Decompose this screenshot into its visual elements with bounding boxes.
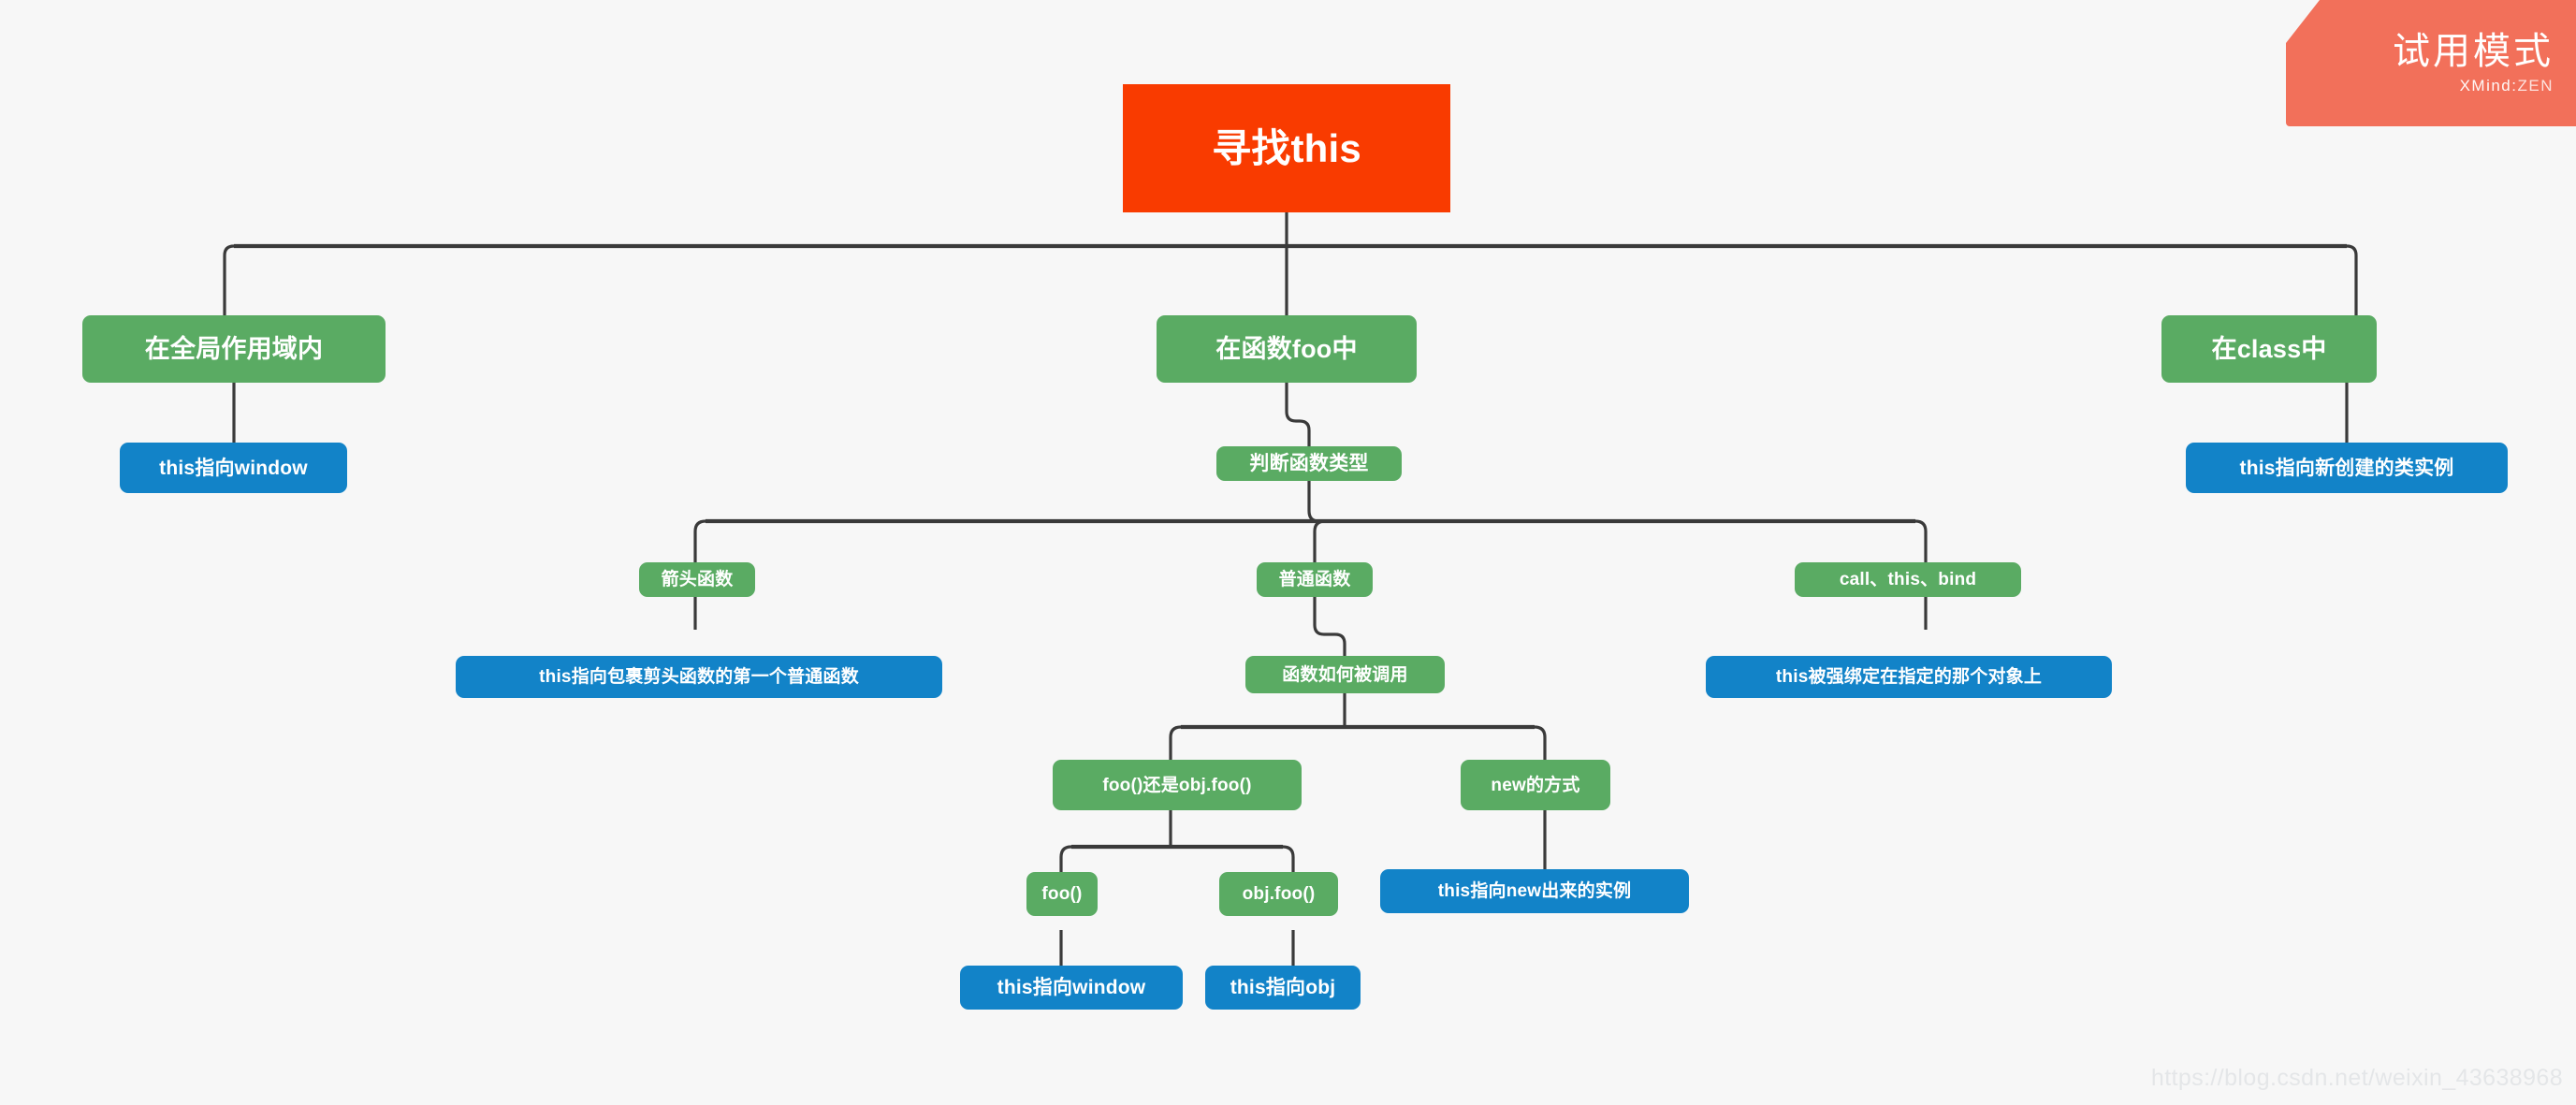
node-in-class-leaf[interactable]: this指向新创建的类实例 — [2186, 443, 2508, 493]
brand-suffix: ZEN — [2517, 76, 2554, 95]
node-call-this-bind[interactable]: call、this、bind — [1795, 562, 2021, 597]
node-new-way-leaf[interactable]: this指向new出来的实例 — [1380, 869, 1689, 913]
node-foo-or-objfoo[interactable]: foo()还是obj.foo() — [1053, 760, 1302, 810]
node-obj-foo-call[interactable]: obj.foo() — [1219, 872, 1338, 916]
node-in-class[interactable]: 在class中 — [2161, 315, 2377, 383]
brand-separator: : — [2511, 76, 2518, 95]
node-foo-call-leaf[interactable]: this指向window — [960, 966, 1183, 1010]
trial-mode-title: 试用模式 — [2393, 30, 2554, 72]
root-node[interactable]: 寻找this — [1123, 84, 1450, 212]
trial-mode-banner: 试用模式 XMind:ZEN — [2286, 0, 2576, 126]
watermark-url: https://blog.csdn.net/weixin_43638968 — [2150, 1065, 2563, 1091]
node-foo-call[interactable]: foo() — [1026, 872, 1098, 916]
brand-main: XMind — [2459, 76, 2512, 95]
node-in-function-foo[interactable]: 在函数foo中 — [1157, 315, 1417, 383]
node-global-scope-leaf[interactable]: this指向window — [120, 443, 347, 493]
node-global-scope[interactable]: 在全局作用域内 — [82, 315, 386, 383]
node-new-way[interactable]: new的方式 — [1461, 760, 1610, 810]
node-judge-function-type[interactable]: 判断函数类型 — [1216, 446, 1402, 481]
node-normal-function[interactable]: 普通函数 — [1257, 562, 1373, 597]
node-obj-foo-call-leaf[interactable]: this指向obj — [1205, 966, 1361, 1010]
node-how-called[interactable]: 函数如何被调用 — [1245, 656, 1445, 693]
node-arrow-function[interactable]: 箭头函数 — [639, 562, 755, 597]
node-call-this-bind-leaf[interactable]: this被强绑定在指定的那个对象上 — [1706, 656, 2112, 698]
node-arrow-function-leaf[interactable]: this指向包裹剪头函数的第一个普通函数 — [456, 656, 942, 698]
xmind-brand-label: XMind:ZEN — [2460, 77, 2554, 95]
